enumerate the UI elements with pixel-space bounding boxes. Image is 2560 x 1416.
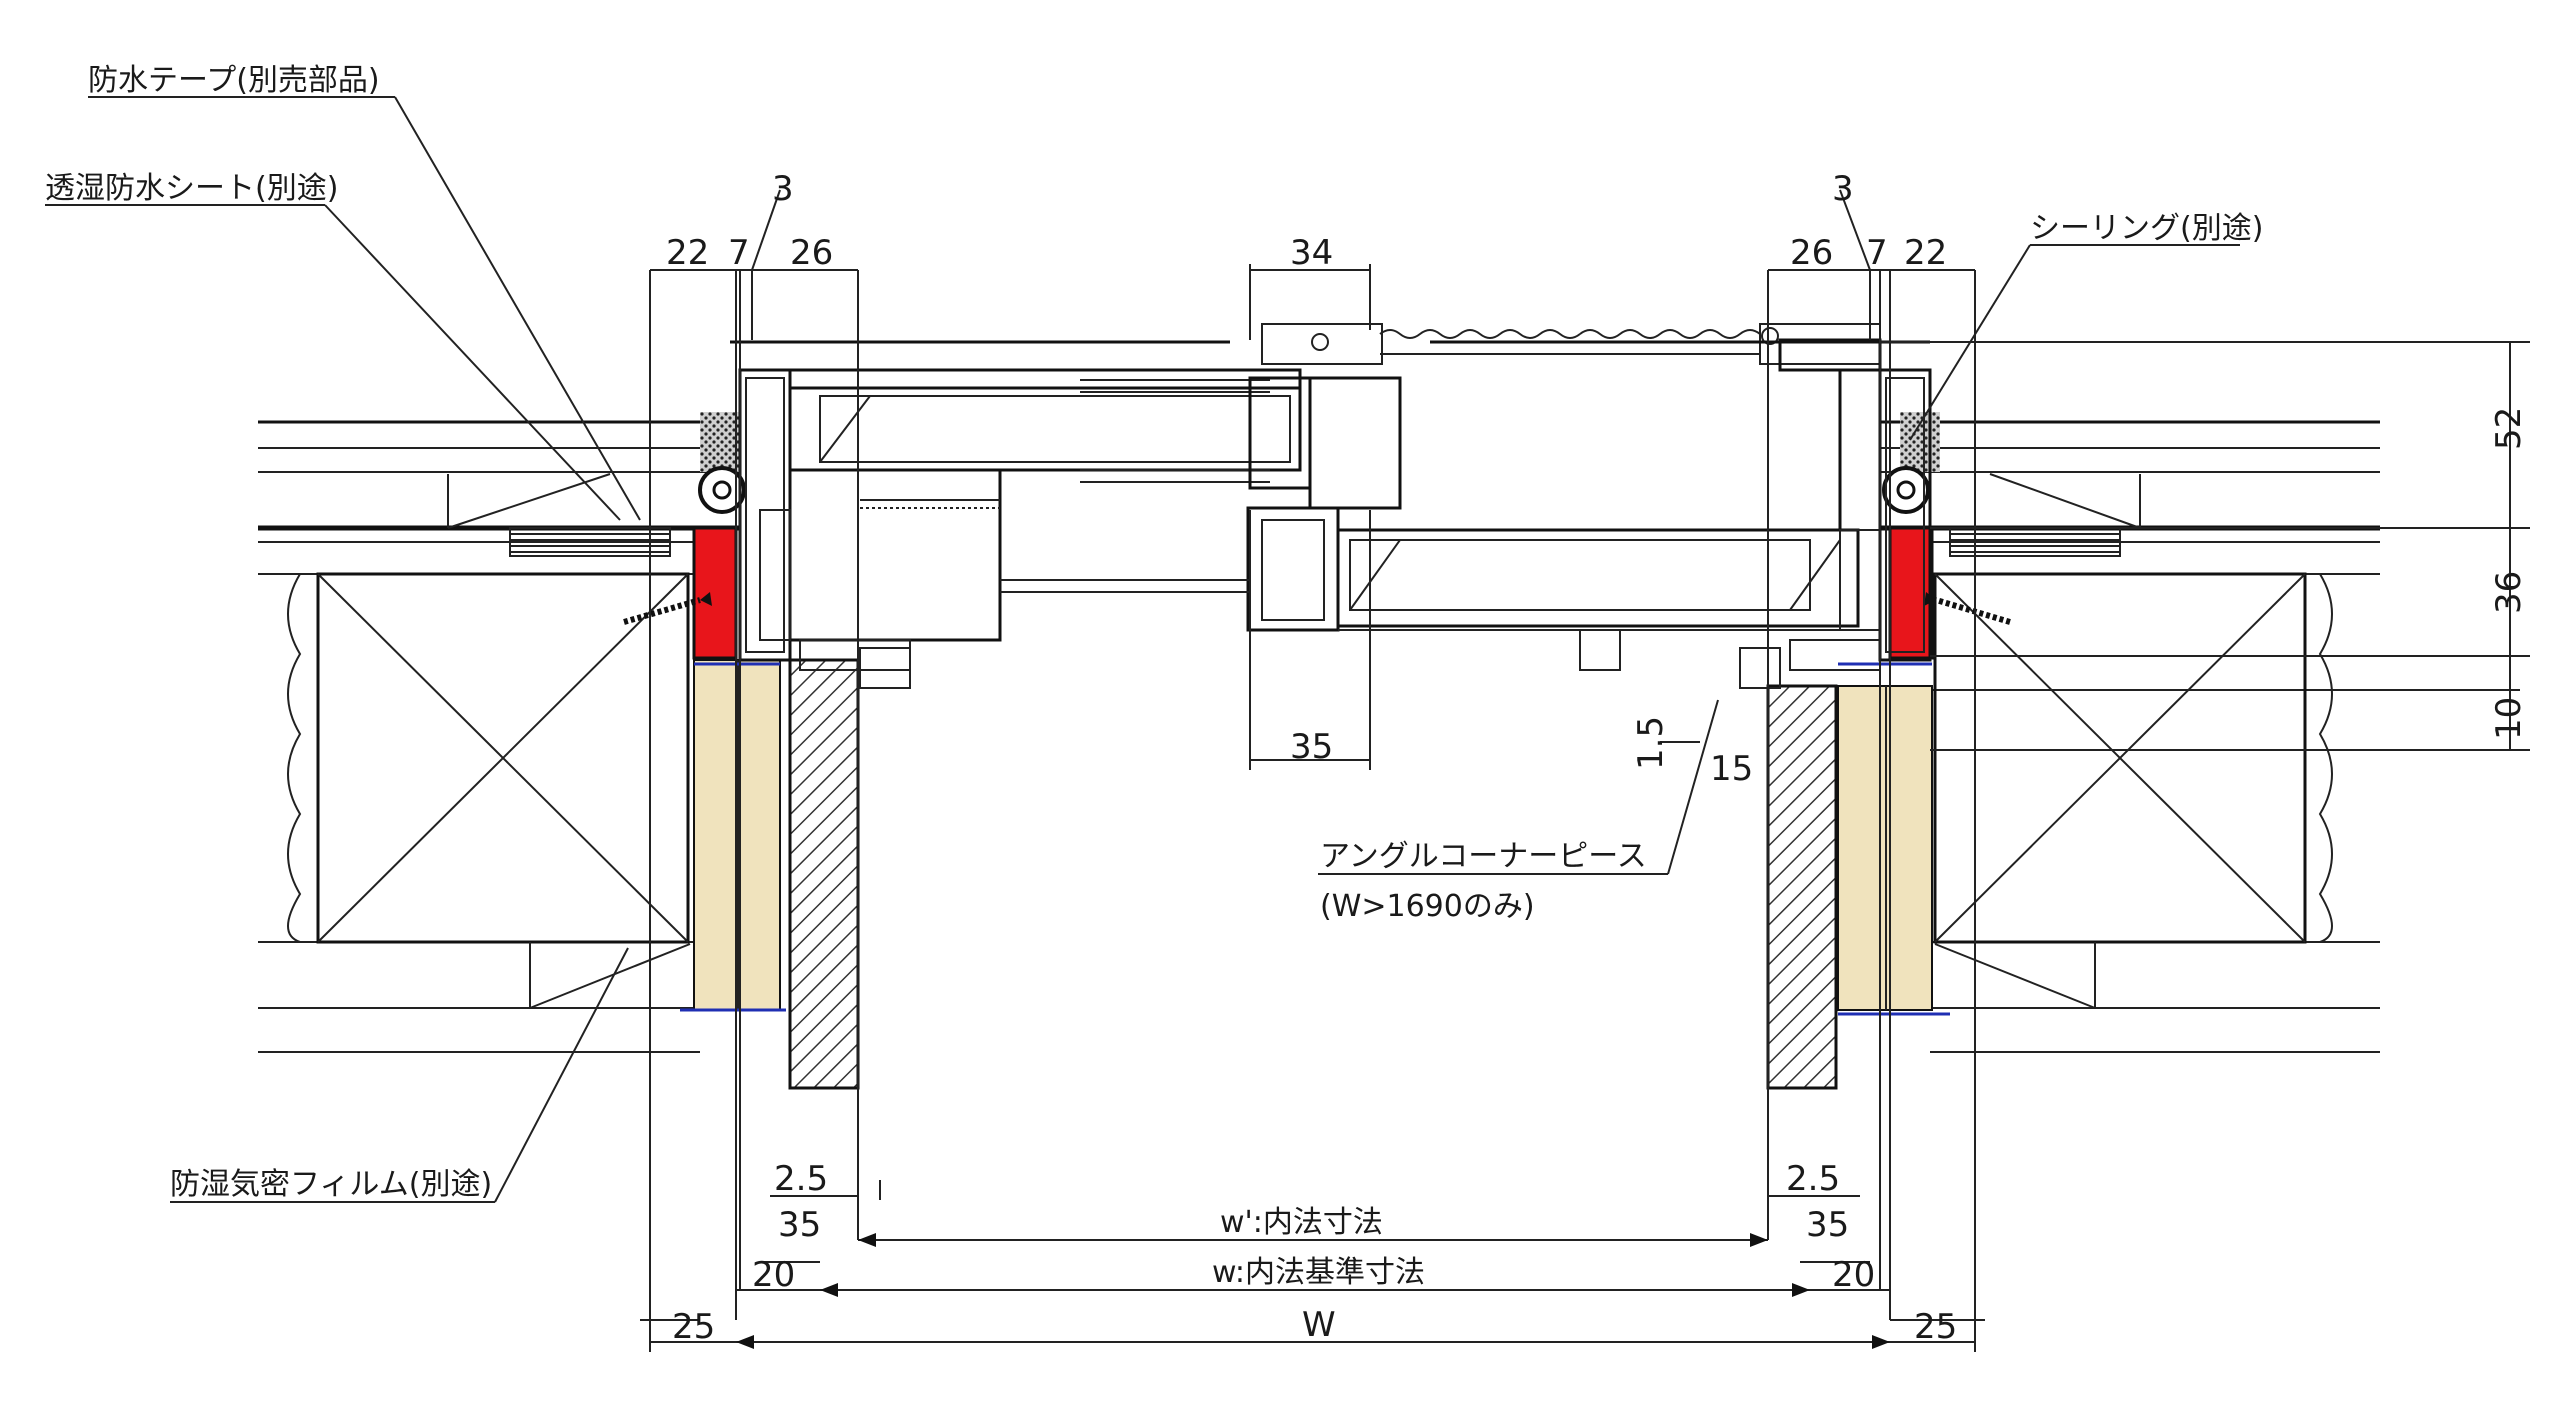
dim-top-left-22: 22 — [666, 233, 709, 273]
left-red-seal — [692, 526, 738, 660]
dim-top-right-22: 22 — [1904, 233, 1947, 273]
dim-top-right-26: 26 — [1790, 233, 1833, 273]
dim-top-right-7: 7 — [1866, 233, 1888, 273]
label-angle-corner-piece: アングルコーナーピース — [1320, 839, 1647, 874]
right-hatched-casing — [1766, 684, 1838, 1090]
dim-right-25: 25 — [1914, 1307, 1957, 1347]
dim-right-52: 52 — [2489, 407, 2529, 450]
right-screw — [1924, 592, 2011, 625]
dim-top-left-7: 7 — [728, 233, 750, 273]
dim-right-10: 10 — [2489, 697, 2529, 740]
right-dim-lines — [1880, 341, 2530, 751]
left-hatched-casing — [788, 658, 860, 1090]
dim-w-prime: w':内法寸法 — [1220, 1205, 1383, 1240]
dim-mid-35: 35 — [1290, 727, 1333, 767]
dim-w-big: W — [1302, 1305, 1336, 1345]
dim-right-35: 35 — [1806, 1205, 1849, 1245]
left-stud — [287, 572, 691, 1009]
bottom-dim-lines — [640, 1195, 1985, 1349]
right-red-seal — [1888, 526, 1934, 660]
top-window — [1080, 323, 1881, 510]
label-sealing: シーリング(別途) — [2030, 211, 2263, 246]
right-backer-rod — [1882, 466, 1930, 514]
dim-left-2-5: 2.5 — [774, 1159, 828, 1199]
left-screw — [623, 592, 712, 625]
dim-left-25: 25 — [672, 1307, 715, 1347]
extension-lines — [649, 264, 1976, 1352]
dim-top-left-3: 3 — [772, 169, 794, 209]
dim-top-right-3: 3 — [1832, 169, 1854, 209]
label-waterproof-tape: 防水テープ(別売部品) — [88, 63, 380, 98]
right-stud — [1933, 572, 2333, 1009]
dim-right-36: 36 — [2489, 571, 2529, 614]
right-wood-trim — [1837, 662, 1950, 1016]
left-wood-trim — [680, 659, 786, 1012]
left-backer-rod — [698, 466, 746, 514]
leader-lines — [45, 96, 2240, 1203]
dim-right-15: 15 — [1710, 749, 1753, 789]
label-angle-corner-note: (W>1690のみ) — [1320, 889, 1535, 924]
dim-right-2-5: 2.5 — [1786, 1159, 1840, 1199]
left-wall-lines — [258, 420, 740, 1053]
lower-sash — [1000, 506, 1860, 671]
label-breathable-sheet: 透湿防水シート(別途) — [45, 171, 338, 206]
label-vapor-film: 防湿気密フィルム(別途) — [170, 1167, 492, 1202]
right-window-frame — [1430, 338, 1932, 689]
left-siding — [447, 473, 671, 557]
dim-top-left-26: 26 — [790, 233, 833, 273]
left-window-frame — [730, 340, 1302, 689]
right-siding — [1949, 473, 2141, 557]
top-dim-lines — [650, 189, 1975, 761]
dim-w-small: w:内法基準寸法 — [1212, 1255, 1425, 1290]
dim-right-1-5: 1.5 — [1631, 716, 1671, 770]
dim-right-20: 20 — [1832, 1255, 1875, 1295]
right-sealant — [1900, 412, 1940, 472]
dim-left-35: 35 — [778, 1205, 821, 1245]
dim-top-mid-34: 34 — [1290, 233, 1333, 273]
dim-left-20: 20 — [752, 1255, 795, 1295]
left-sealant — [700, 412, 740, 472]
